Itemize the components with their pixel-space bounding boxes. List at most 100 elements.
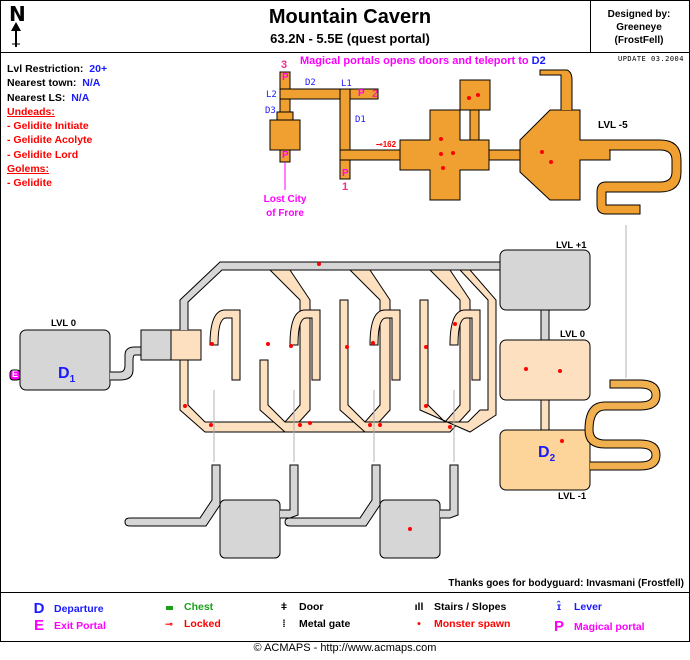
magical-portal-icon: P [358, 88, 365, 99]
legend-label: Departure [54, 602, 104, 615]
door-icon: ǂ [280, 601, 288, 613]
legend-label: Door [299, 601, 324, 613]
portal-note-target: D2 [531, 55, 546, 67]
metal-gate-icon: ⁞ [282, 618, 286, 630]
info-panel: Lvl Restriction: 20+ Nearest town: N/A N… [7, 62, 107, 191]
lever-label-l1: L1 [341, 79, 352, 89]
portal-note: Magical portals opens doors and teleport… [300, 55, 546, 67]
exit-portal-marker: E [12, 369, 19, 379]
lvl-restriction-value: 20+ [89, 63, 108, 75]
locked-door-marker: ⊸162 [376, 140, 397, 149]
portal-number-1: 1 [342, 181, 349, 193]
departure-letter: D [58, 365, 70, 382]
legend-stairs: ıll Stairs / Slopes [410, 601, 507, 613]
header-divider [0, 52, 690, 53]
door-label-d1: D1 [355, 115, 366, 125]
lvl-plus1-room [499, 249, 591, 311]
monster-group-title: Golems: [7, 163, 50, 176]
legend-lever: ɪ̂ Lever [550, 601, 602, 613]
monster-entry: - Gelidite [7, 177, 52, 190]
portal-number-2: 2 [372, 88, 379, 100]
door-label-d3: D3 [265, 106, 276, 116]
nearest-town-value: N/A [82, 77, 101, 90]
lever-icon: ɪ̂ [556, 601, 562, 613]
lever-label-l2: L2 [266, 90, 277, 100]
upper-portal-corridors [269, 71, 411, 180]
level-label-zero: LVL 0 [560, 329, 585, 340]
legend-label: Chest [184, 601, 214, 613]
monster-spawn-markers [183, 93, 564, 531]
lost-city-line2: of Frore [266, 208, 304, 219]
locked-key-number: 162 [382, 140, 397, 149]
cavern-map [9, 22, 682, 559]
level-label-minus1: LVL -1 [558, 491, 587, 502]
portal-number-3: 3 [281, 59, 288, 71]
magical-portal-icon: P [342, 168, 349, 179]
departure-number: 2 [549, 453, 556, 465]
legend-exit-portal: E Exit Portal [30, 617, 106, 634]
legend-label: Magical portal [574, 620, 645, 633]
lvl0-room [499, 339, 591, 401]
magical-portal-icon: P [282, 72, 289, 83]
portal-note-text: Magical portals opens doors and teleport… [300, 55, 529, 67]
designer-divider [590, 0, 591, 52]
departure-d2-marker: D2 [538, 444, 555, 464]
bottom-gray-room-1 [219, 499, 281, 559]
level-label-plus1: LVL +1 [556, 240, 587, 251]
nearest-town-label: Nearest town: [7, 77, 77, 90]
legend-chest: Chest [160, 601, 213, 613]
compass-north-label: N [9, 2, 26, 26]
nearest-ls-label: Nearest LS: [7, 91, 66, 104]
magical-portal-icon: P [282, 150, 289, 161]
monster-entry: - Gelidite Initiate [7, 120, 89, 133]
exit-portal-icon: E [33, 617, 44, 634]
legend-label: Metal gate [299, 618, 351, 630]
legend-locked: ⊸ Locked [160, 618, 221, 630]
legend-label: Monster spawn [434, 618, 511, 630]
legend-label: Locked [184, 618, 221, 630]
legend-divider [0, 592, 690, 593]
winding-corridor [596, 139, 682, 215]
footer-credit: © ACMAPS - http://www.acmaps.com [253, 642, 437, 654]
departure-letter: D [538, 444, 550, 461]
legend-label: Stairs / Slopes [434, 601, 507, 613]
monster-entry: - Gelidite Acolyte [7, 134, 93, 147]
designer-credit: Designed by: Greeneye (FrostFell) [590, 8, 688, 47]
magical-portal-icon: P [553, 618, 564, 635]
designer-server: (FrostFell) [614, 35, 664, 46]
octagon-room [519, 109, 611, 201]
nearest-ls-value: N/A [71, 91, 90, 104]
designed-by-label: Designed by: [607, 9, 671, 20]
departure-d1-marker: D1 [58, 365, 75, 385]
update-date: UPDATE 03.2004 [617, 55, 684, 63]
d1-room [19, 329, 111, 391]
map-coordinates: 63.2N - 5.5E (quest portal) [270, 31, 430, 46]
legend-label: Lever [574, 601, 603, 613]
designer-name: Greeneye [616, 22, 662, 33]
door-label-d2: D2 [305, 78, 316, 88]
key-icon: ⊸ [165, 618, 173, 629]
page-title: Mountain Cavern [268, 6, 432, 28]
level-label-upper: LVL -5 [598, 120, 628, 131]
departure-number: 1 [69, 374, 76, 386]
maze-loops [179, 269, 497, 433]
d2-room [499, 429, 591, 491]
thanks-note: Thanks goes for bodyguard: Invasmani (Fr… [448, 578, 684, 589]
legend-metal-gate: ⁞ Metal gate [275, 618, 350, 630]
lvl-restriction-label: Lvl Restriction: [7, 63, 84, 75]
north-arrow-icon [11, 22, 21, 47]
legend-label: Exit Portal [54, 619, 106, 632]
stairs-icon: ıll [414, 601, 424, 613]
legend-monster-spawn: •Monster spawn [410, 618, 510, 630]
cross-room [399, 79, 491, 201]
departure-icon: D [33, 600, 45, 617]
legend-magical-portal: P Magical portal [550, 618, 645, 635]
monster-entry: - Gelidite Lord [7, 148, 79, 161]
legend-door: ǂ Door [275, 601, 324, 613]
legend-departure: D Departure [30, 600, 104, 617]
level-label-d1-room: LVL 0 [51, 318, 76, 329]
chest-icon [160, 601, 178, 613]
monster-group-title: Undeads: [7, 105, 55, 118]
